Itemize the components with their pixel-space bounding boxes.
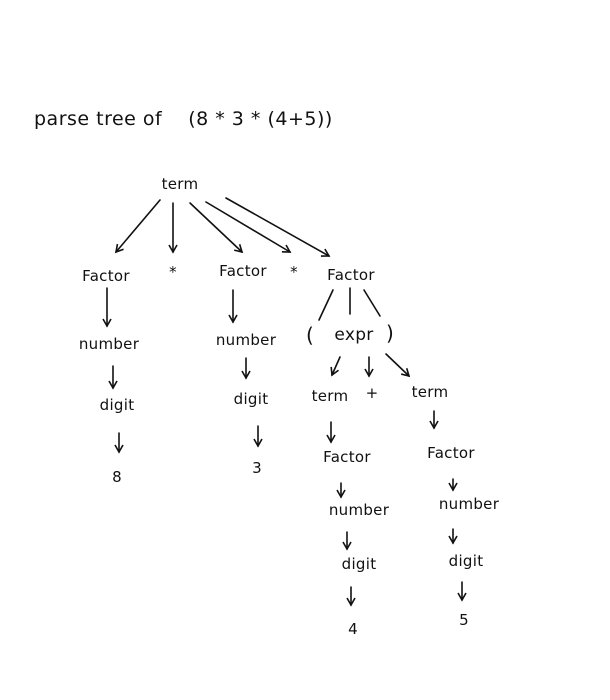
node-times-2: *	[290, 263, 298, 281]
node-close-paren: )	[385, 321, 395, 345]
node-term-right: term	[411, 383, 449, 401]
node-value-4: 4	[348, 620, 358, 638]
title-prefix: parse tree of	[34, 108, 163, 130]
diagram-title: parse tree of (8 * 3 * (4+5))	[34, 108, 333, 130]
node-number-1: number	[78, 335, 140, 353]
node-factor-2: Factor	[219, 262, 267, 280]
edge-arrow	[205, 201, 292, 253]
node-digit-2: digit	[233, 390, 269, 408]
node-factor-1: Factor	[82, 267, 130, 285]
node-term-left: term	[311, 387, 349, 405]
node-plus: +	[365, 384, 379, 402]
node-number-5: number	[438, 495, 500, 513]
edge-arrow	[225, 197, 331, 257]
node-factor-5: Factor	[427, 444, 475, 462]
edge-arrow	[189, 202, 244, 254]
node-digit-5: digit	[448, 552, 484, 570]
node-number-4: number	[328, 501, 390, 519]
node-digit-1: digit	[99, 396, 135, 414]
node-term-root: term	[161, 175, 199, 193]
node-factor-4: Factor	[323, 448, 371, 466]
node-number-2: number	[215, 331, 277, 349]
node-expr: expr	[334, 325, 374, 345]
node-value-5: 5	[459, 611, 469, 629]
node-digit-4: digit	[341, 555, 377, 573]
title-expression: (8 * 3 * (4+5))	[188, 108, 333, 130]
node-times-1: *	[169, 263, 177, 281]
edge-arrow	[114, 199, 161, 254]
node-value-8: 8	[112, 468, 122, 486]
node-factor-3: Factor	[327, 266, 375, 284]
node-value-3: 3	[252, 459, 262, 477]
node-open-paren: (	[305, 323, 315, 347]
